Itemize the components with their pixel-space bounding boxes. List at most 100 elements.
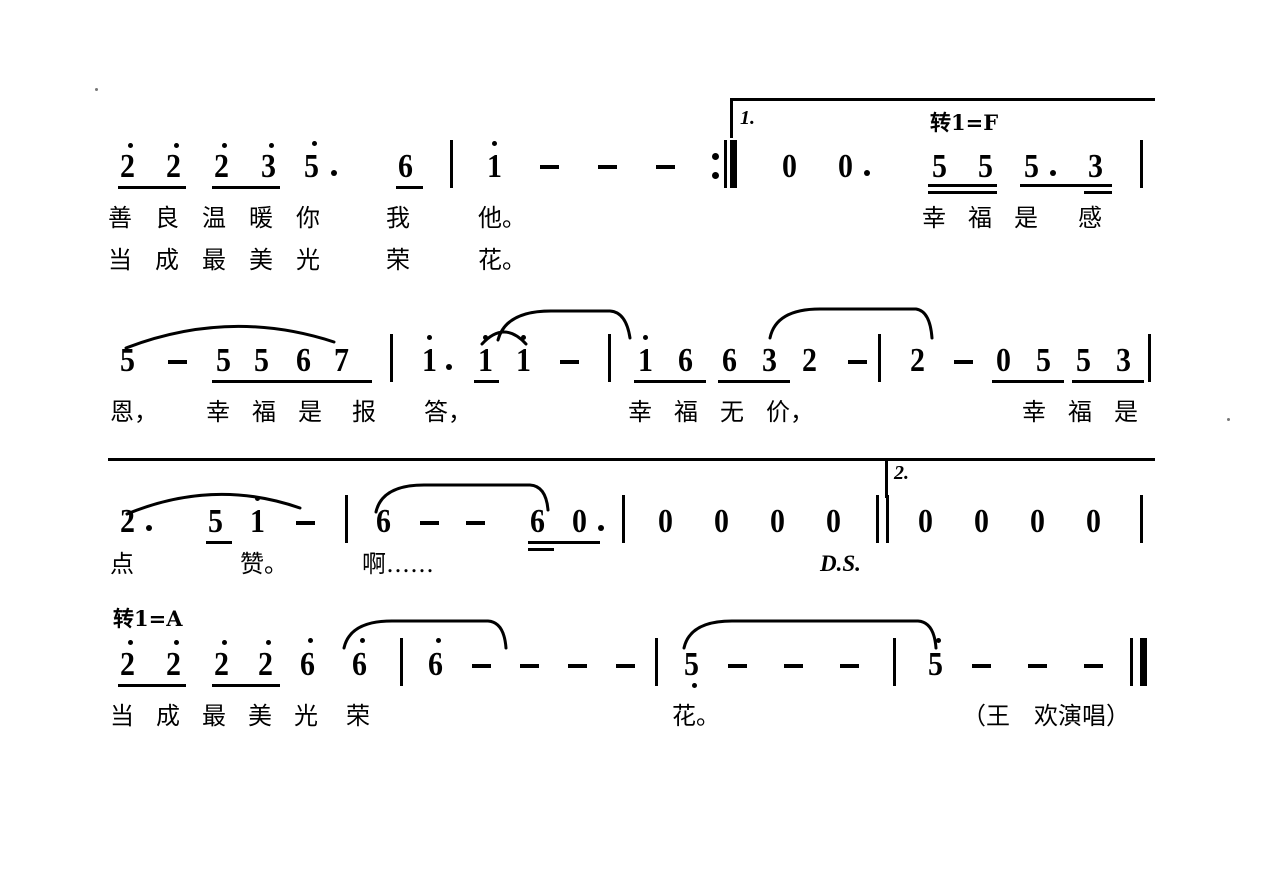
note-numeral: 1 (478, 342, 493, 379)
lyric-syllable: 幸 (628, 398, 652, 426)
duration-dash (972, 664, 991, 668)
duration-dash (598, 165, 617, 169)
duration-dash (560, 360, 579, 364)
beam (1072, 380, 1144, 383)
duration-dash (840, 664, 859, 668)
barline (878, 334, 881, 382)
rest-numeral: 0 (714, 503, 729, 540)
slur-arc (496, 309, 632, 342)
barline (655, 638, 658, 686)
octave-dot-above (269, 143, 274, 148)
barline (1140, 495, 1143, 543)
lyric-syllable: 成 (155, 246, 179, 274)
octave-dot-above (174, 143, 179, 148)
lyric-syllable: 当 (108, 246, 132, 274)
rest-numeral: 0 (826, 503, 841, 540)
volta-2-bracket-stem (885, 458, 888, 498)
barline (608, 334, 611, 382)
volta-1-continuation-line (108, 458, 885, 461)
lyric-syllable: 花。 (478, 246, 526, 274)
note-numeral: 6 (530, 503, 545, 540)
beam (118, 684, 186, 687)
note-numeral: 2 (214, 646, 229, 683)
rest-numeral: 0 (770, 503, 785, 540)
note-numeral: 2 (120, 503, 135, 540)
octave-dot-above (266, 640, 271, 645)
note-numeral: 3 (762, 342, 777, 379)
volta-1-bracket-stem (730, 98, 733, 138)
slur-arc (124, 324, 336, 350)
beam (1020, 184, 1088, 187)
lyric-syllable: 答， (424, 398, 472, 426)
beam (118, 186, 186, 189)
lyric-syllable: 是 (298, 398, 322, 426)
augmentation-dot (598, 525, 604, 531)
note-numeral: 5 (216, 342, 231, 379)
repeat-thick-barline (730, 140, 737, 188)
beam (206, 541, 232, 544)
slur-arc (342, 619, 508, 650)
duration-dash (520, 664, 539, 668)
final-barline-thin (1130, 638, 1133, 686)
lyric-syllable: 成 (156, 702, 180, 730)
octave-dot-above (521, 335, 526, 340)
note-numeral: 5 (928, 646, 943, 683)
lyric-syllable: 福 (1068, 398, 1092, 426)
performer-credit: （王 欢演唱） (962, 702, 1130, 730)
note-numeral: 5 (304, 148, 319, 185)
duration-dash (466, 521, 485, 525)
lyric-syllable: 报 (352, 398, 376, 426)
octave-dot-above (427, 335, 432, 340)
note-numeral: 1 (487, 148, 502, 185)
note-numeral: 6 (722, 342, 737, 379)
octave-dot-above (222, 640, 227, 645)
note-numeral: 5 (684, 646, 699, 683)
note-numeral: 2 (258, 646, 273, 683)
lyric-syllable: 美 (248, 702, 272, 730)
lyric-syllable: 花。 (672, 702, 720, 730)
duration-dash (568, 664, 587, 668)
slur-arc (682, 619, 938, 650)
lyric-syllable: 感 (1078, 204, 1102, 232)
tie-arc (480, 330, 528, 346)
note-numeral: 5 (1024, 148, 1039, 185)
repeat-dot (712, 172, 719, 179)
octave-dot-above (255, 496, 260, 501)
beam-secondary (528, 548, 554, 551)
lyric-syllable: 福 (252, 398, 276, 426)
lyric-syllable: 赞。 (240, 550, 288, 578)
beam (212, 684, 280, 687)
rest-numeral: 0 (996, 342, 1011, 379)
lyric-syllable: 福 (674, 398, 698, 426)
rest-numeral: 0 (918, 503, 933, 540)
rest-numeral: 0 (1030, 503, 1045, 540)
note-numeral: 6 (398, 148, 413, 185)
note-numeral: 5 (1036, 342, 1051, 379)
note-numeral: 6 (300, 646, 315, 683)
rest-numeral: 0 (838, 148, 853, 185)
duration-dash (472, 664, 491, 668)
barline (400, 638, 403, 686)
volta-2-label: 2. (894, 462, 909, 484)
repeat-dot (712, 153, 719, 160)
lyric-syllable: 当 (110, 702, 134, 730)
lyric-syllable: 啊…… (362, 550, 434, 578)
augmentation-dot (146, 525, 152, 531)
lyric-syllable: 光 (296, 246, 320, 274)
note-numeral: 6 (428, 646, 443, 683)
note-numeral: 2 (166, 148, 181, 185)
barline (390, 334, 393, 382)
key-change-marking-f: 转1=F (930, 110, 999, 135)
beam-secondary (928, 191, 997, 194)
duration-dash (296, 521, 315, 525)
duration-dash (1028, 664, 1047, 668)
duration-dash (848, 360, 867, 364)
rest-numeral: 0 (974, 503, 989, 540)
beam (212, 380, 292, 383)
rest-numeral: 0 (658, 503, 673, 540)
augmentation-dot (1050, 170, 1056, 176)
octave-dot-below (692, 683, 697, 688)
slur-arc (125, 492, 302, 516)
augmentation-dot (446, 364, 452, 370)
